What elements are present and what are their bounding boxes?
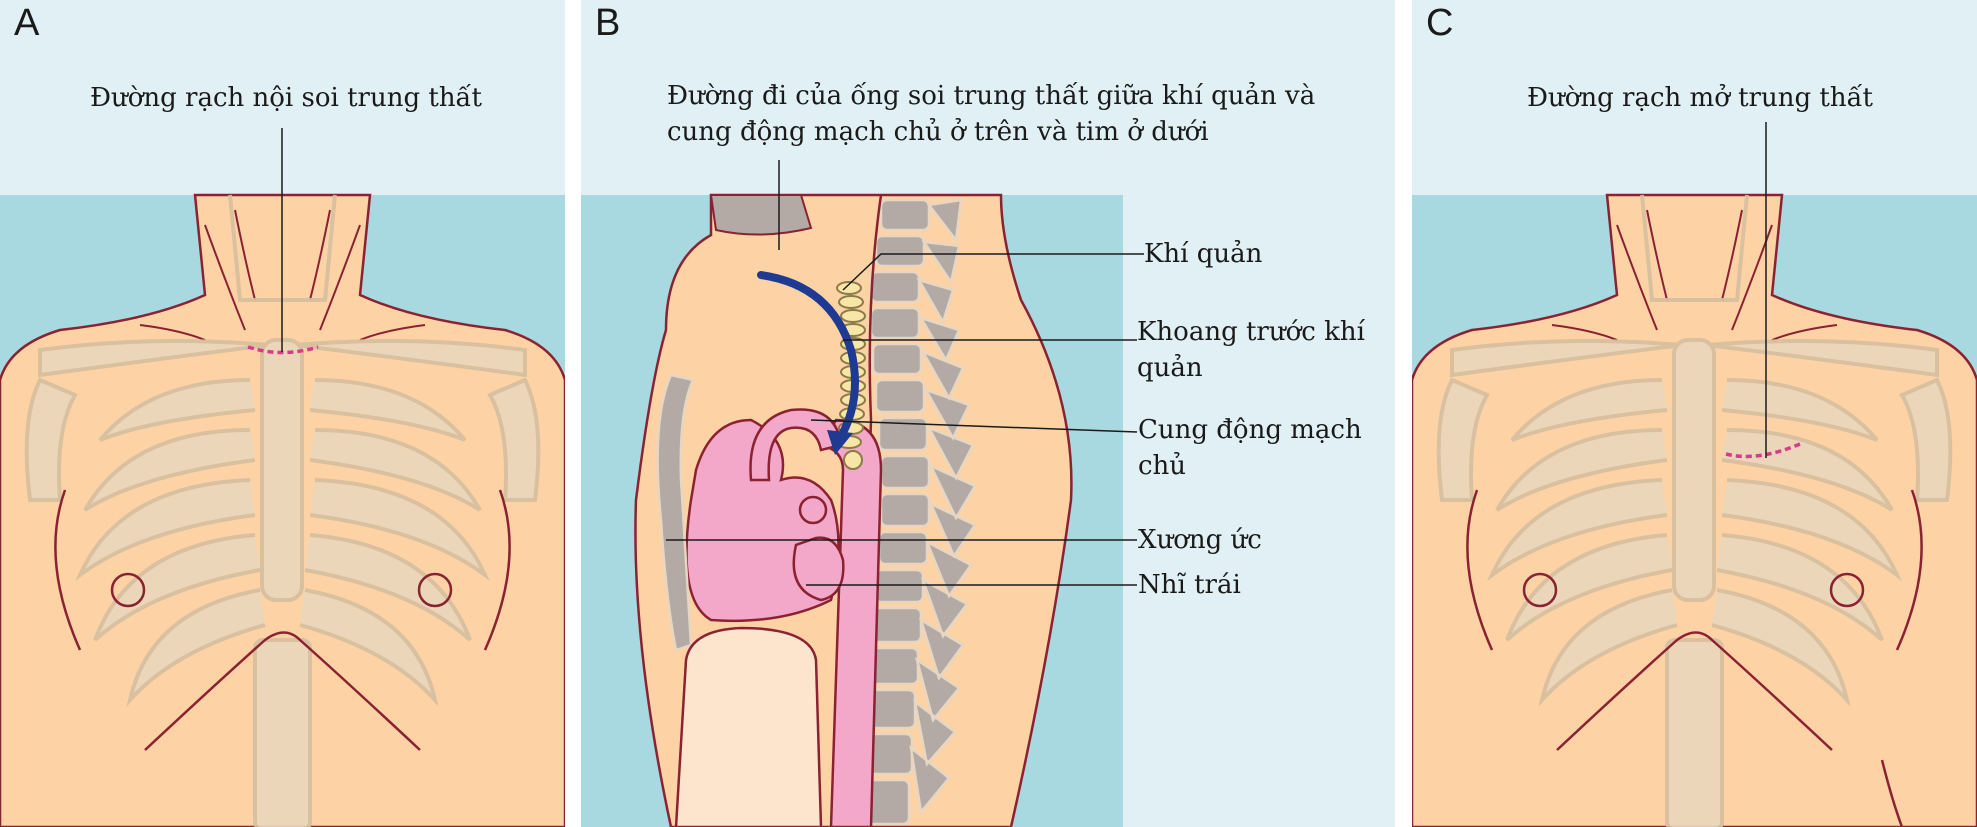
neck-muscles: [1551, 209, 1838, 341]
left-nipple: [110, 572, 146, 608]
incision-caption: Đường rạch nội soi trung thất: [90, 83, 482, 113]
skeleton: [24, 194, 541, 827]
leader-aortic-arch: [810, 419, 1138, 433]
label-trachea: Khí quản: [1144, 239, 1263, 269]
costal-margin: [54, 489, 511, 751]
label-aortic-arch-line2: chủ: [1138, 451, 1187, 481]
panel-letter: C: [1426, 2, 1454, 44]
label-pretracheal-line2: quản: [1137, 353, 1203, 383]
arm-crease: [1880, 759, 1904, 827]
left-nipple: [1522, 572, 1558, 608]
label-pretracheal-line1: Khoang trước khí: [1137, 317, 1365, 347]
neck-muscles: [139, 209, 426, 341]
arrowhead: [827, 430, 853, 455]
skeleton: [1436, 194, 1953, 827]
panel-letter: B: [595, 2, 621, 44]
right-nipple: [417, 572, 453, 608]
sternum-bone: [656, 373, 695, 652]
scope-path-caption-line2: cung động mạch chủ ở trên và tim ở dưới: [667, 117, 1209, 147]
sagittal-section-illustration: [581, 160, 1144, 827]
scope-path-caption-line1: Đường đi của ống soi trung thất giữa khí…: [667, 81, 1316, 111]
scope-path-arrow: [757, 271, 859, 444]
stomach: [674, 626, 823, 827]
torso-front-illustration: [1412, 122, 1977, 827]
panel-b: B Đường đi của ống soi trung thất giữa k…: [581, 0, 1395, 827]
trachea: [836, 281, 866, 470]
right-nipple: [1829, 572, 1865, 608]
panel-letter: A: [14, 2, 40, 44]
label-aortic-arch-line1: Cung động mạch: [1138, 415, 1362, 445]
label-left-atrium: Nhĩ trái: [1138, 570, 1241, 600]
label-sternum: Xương ức: [1138, 525, 1262, 555]
incision-mark: [1725, 442, 1801, 459]
panel-c: C Đường rạch mở trung thất: [1412, 0, 1977, 827]
torso-front-illustration: [0, 128, 565, 827]
incision-caption: Đường rạch mở trung thất: [1527, 83, 1873, 113]
incision-mark: [247, 345, 319, 355]
pulmonary-artery: [798, 495, 828, 525]
panel-a: A Đường rạch nội soi trung thất: [0, 0, 565, 827]
jaw: [709, 194, 813, 236]
leader-trachea: [842, 253, 1144, 291]
costal-margin: [1466, 489, 1923, 751]
